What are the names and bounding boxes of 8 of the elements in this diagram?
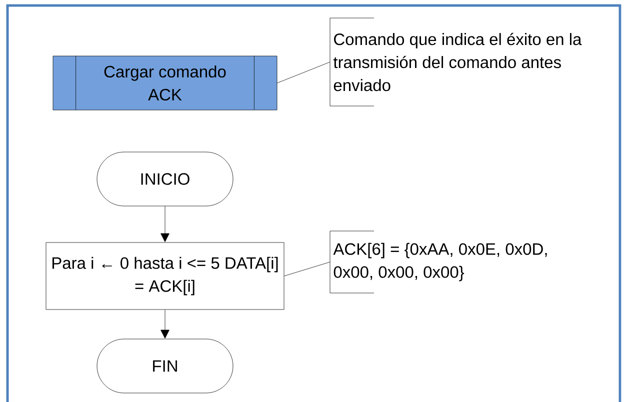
leader-line	[284, 262, 330, 276]
leader-line	[277, 62, 330, 84]
annotation-text: ACK[6] = {0xAA, 0x0E, 0x0D, 0x00, 0x00, 0x00}	[330, 230, 547, 294]
arrow	[160, 310, 170, 339]
predefined-process-box: Cargar comando ACK	[52, 56, 278, 110]
annotation-text: Comando que indica el éxito en la transmisión del comando antes enviado	[330, 18, 582, 106]
process-box: Para i ← 0 hasta i <= 5 DATA[i] = ACK[i]	[46, 242, 284, 310]
arrow	[160, 206, 170, 242]
